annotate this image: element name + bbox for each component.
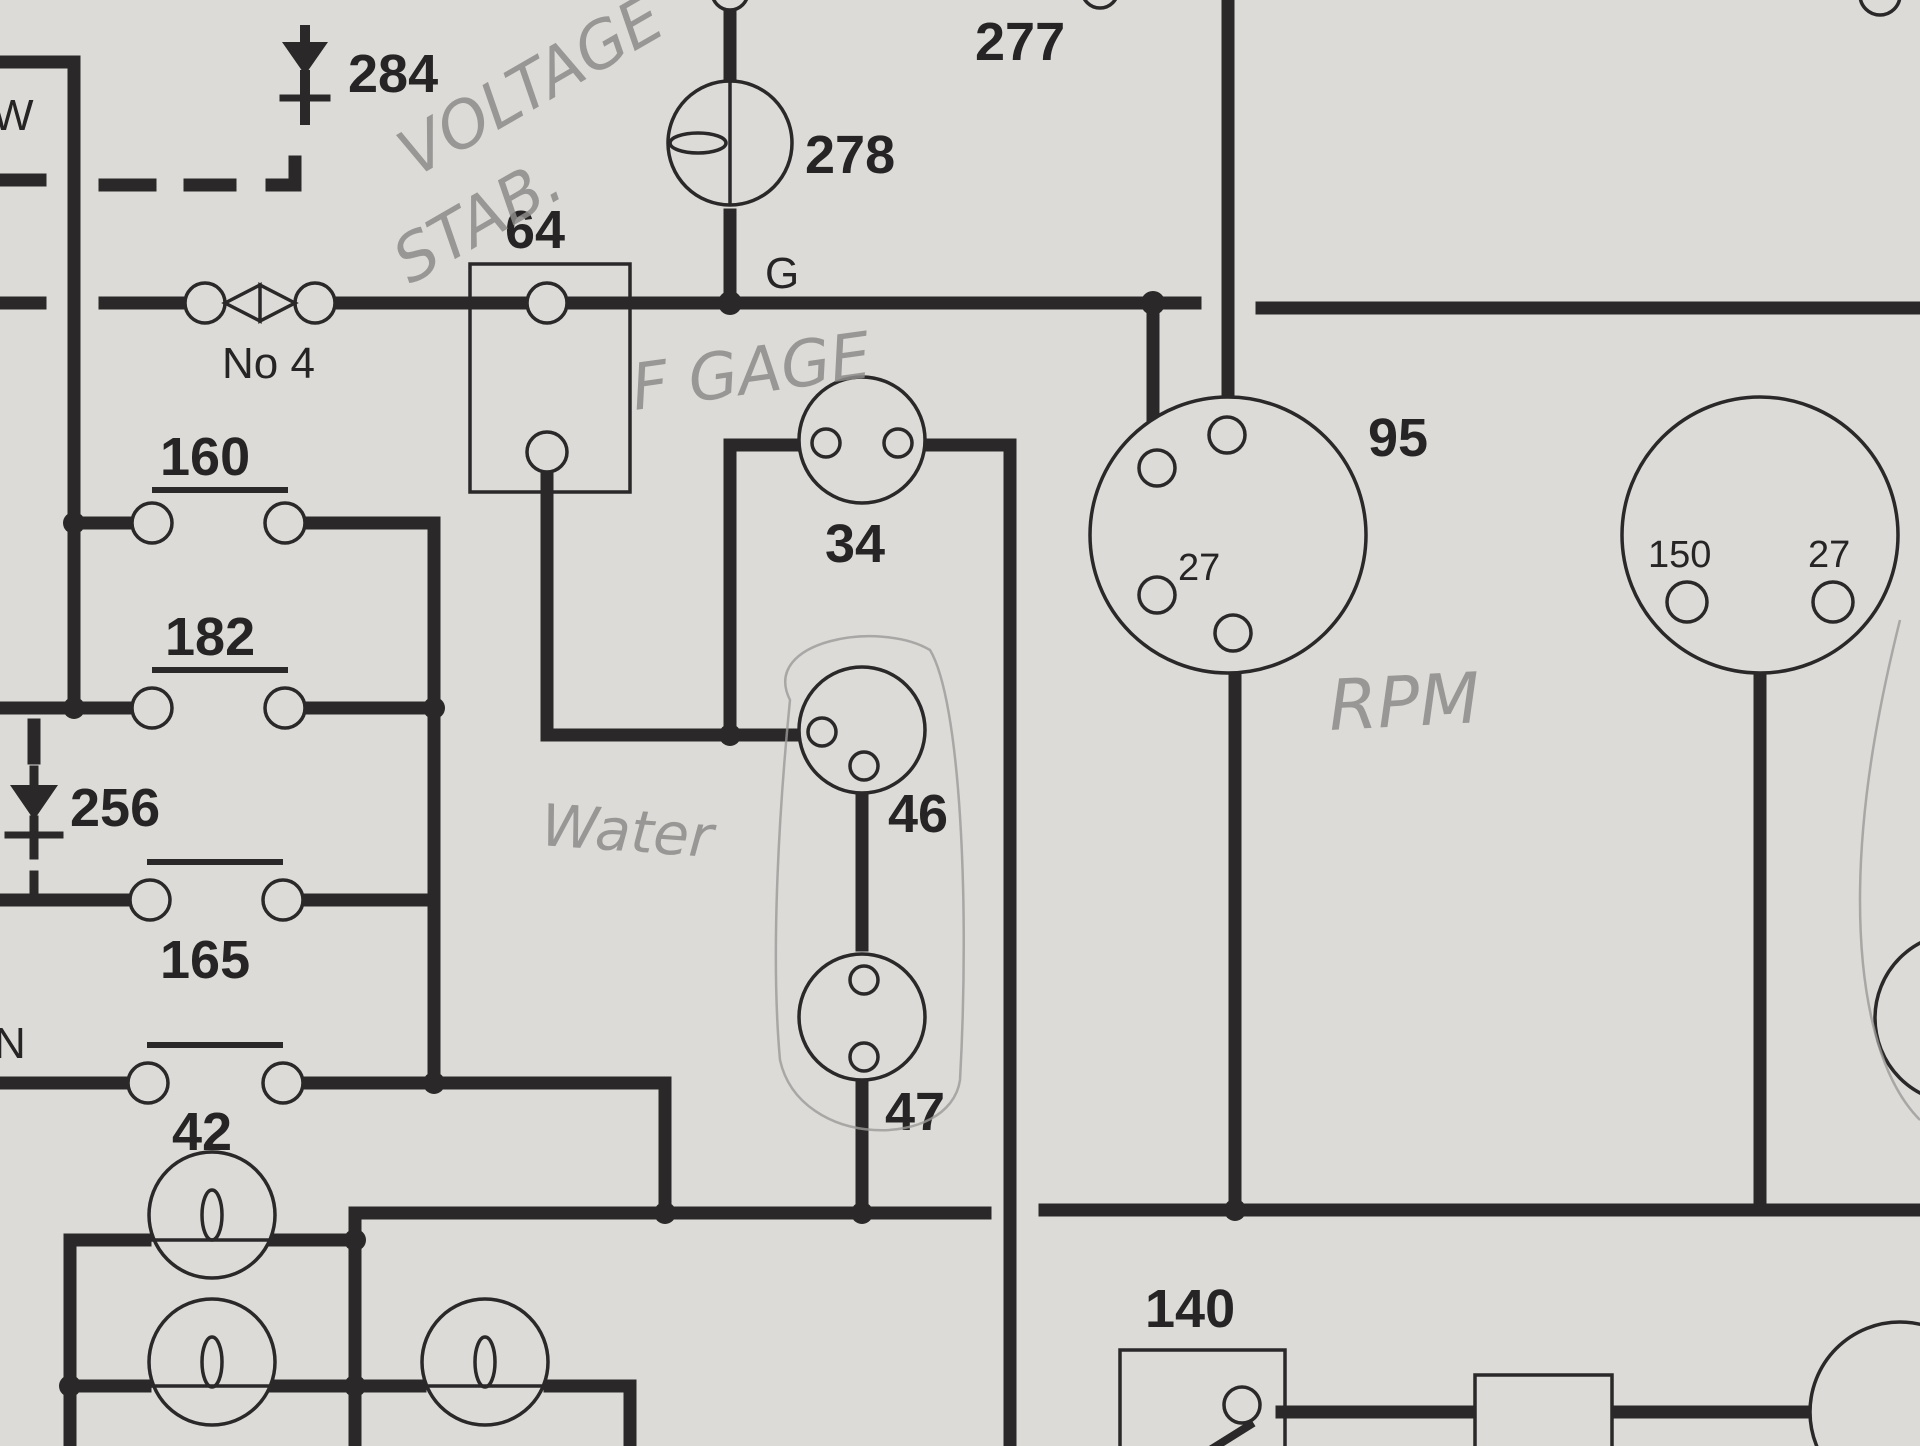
connector-95-label: 95: [1368, 408, 1428, 468]
lamp-icon: [420, 1297, 550, 1427]
connector-150-27: [1620, 395, 1900, 675]
note-rpm: RPM: [1327, 657, 1482, 747]
fuse-icon: [183, 281, 337, 325]
lamp-278-label: 278: [805, 125, 895, 185]
switch-165-label: 165: [160, 930, 250, 990]
terminal-top-277: [1082, 0, 1118, 10]
switch-182: [130, 667, 307, 730]
diode-284-label: 284: [348, 44, 438, 104]
note-water: Water: [539, 791, 718, 871]
lamp-icon: [147, 1297, 277, 1427]
switch-160: [130, 487, 307, 545]
lamp-icon: [666, 0, 794, 207]
fuse-no4-label: No 4: [222, 339, 315, 388]
diode-icon: [279, 25, 331, 125]
connector-95: [1088, 395, 1368, 675]
lamp-icon: [147, 1150, 277, 1280]
diode-icon: [4, 765, 64, 900]
switch-42: [126, 1042, 305, 1105]
pencil-loop-right: [1858, 619, 1920, 1121]
sender-47-label: 47: [885, 1082, 945, 1142]
connector-right-label: 27: [1808, 534, 1850, 576]
label-277: 277: [975, 12, 1065, 72]
ground-g-label: G: [765, 249, 799, 298]
gauge-34-label: 34: [825, 514, 885, 574]
terminal-top-right: [1858, 0, 1902, 17]
connector-95-inner-label: 27: [1178, 547, 1220, 589]
gauge-34: [797, 375, 927, 505]
junction-nodes: [59, 291, 1246, 1397]
switch-160-label: 160: [160, 427, 250, 487]
pencil-loop-water: [774, 634, 965, 1132]
edge-letter-n: N: [0, 1019, 26, 1068]
partial-connector-right: [1873, 941, 1920, 1095]
box-64-label: 64: [505, 200, 565, 260]
connector-left-label: 150: [1648, 534, 1711, 576]
edge-letter-w: W: [0, 91, 34, 140]
switch-182-label: 182: [165, 607, 255, 667]
diode-256-label: 256: [70, 778, 160, 838]
sender-47: [797, 952, 927, 1082]
box-64: [468, 262, 632, 494]
sender-46-label: 46: [888, 784, 948, 844]
switch-165: [128, 859, 305, 922]
box-140: [1118, 1320, 1920, 1446]
sender-46: [797, 665, 927, 795]
box-140-label: 140: [1145, 1279, 1235, 1339]
